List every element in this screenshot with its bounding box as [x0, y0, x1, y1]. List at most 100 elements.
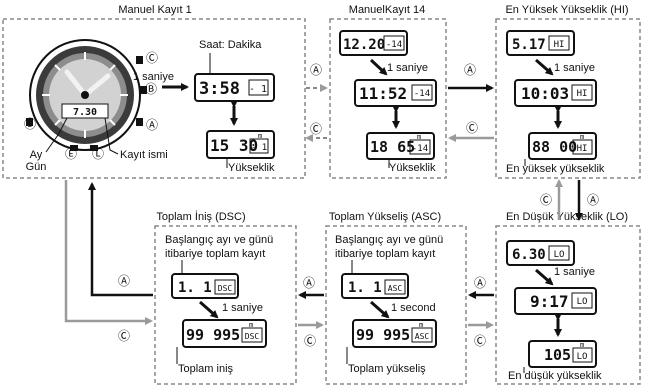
arrow-dsc-date-to-total	[199, 300, 219, 319]
symbol-c-m1-dsc: Ⓒ	[118, 329, 130, 343]
panel-manual-14	[329, 18, 447, 179]
label-baslangic-dsc-1: Başlangıç ayı ve günü	[165, 234, 273, 246]
lcd-m1-alt-value: 15 30	[210, 136, 258, 155]
button-l-symbol: Ⓛ	[92, 147, 104, 161]
symbol-a-m1-m14: Ⓐ	[310, 63, 322, 77]
callout-ay-gun	[45, 117, 68, 153]
panel-dsc	[154, 225, 297, 385]
lcd-m14-time: 11:52 -14	[354, 79, 437, 107]
watch-lcd	[61, 103, 109, 119]
lcd-dsc-total-unit: m	[249, 321, 253, 329]
symbol-c-hi-m14: Ⓒ	[466, 121, 478, 135]
lcd-lo-time-tag: LO	[577, 297, 588, 307]
lcd-dsc-date-value: 1. 1	[178, 280, 212, 296]
lcd-asc-total-value: 99 995	[356, 326, 410, 344]
lcd-lo-alt-tag: LO	[577, 352, 588, 362]
label-gun: Gün	[26, 161, 47, 173]
lcd-lo-alt: 105 m LO	[528, 340, 597, 368]
lcd-lo-date: 6.30 LO	[506, 240, 575, 266]
label-ay: Ay	[30, 149, 43, 161]
label-one-saniye-hi: 1 saniye	[554, 62, 595, 74]
lcd-lo-time-value: 9:17	[530, 292, 569, 311]
watch-button-b	[140, 86, 147, 94]
arrow-hi-date-to-time	[535, 58, 554, 76]
watch-button-c	[136, 56, 143, 64]
lcd-m1-alt-tag: - 1	[251, 143, 267, 153]
title-dsc: Toplam İniş (DSC)	[156, 210, 245, 223]
lcd-asc-total: 99 995 m ASC	[352, 319, 437, 348]
button-c-symbol: Ⓒ	[146, 51, 158, 65]
title-manual-1: Manuel Kayıt 1	[118, 4, 191, 16]
lcd-m1-time-value: 3:58	[199, 79, 240, 99]
lcd-m14-alt: 18 65 m -14	[366, 132, 435, 160]
lcd-hi-date-value: 5.17	[512, 37, 546, 53]
watch-button-l	[90, 145, 98, 151]
lcd-hi-alt-unit: m	[580, 133, 584, 141]
lcd-asc-date: 1. 1 ASC	[341, 273, 409, 299]
lcd-asc-total-tag: ASC	[415, 332, 430, 341]
button-a-symbol: Ⓐ	[146, 118, 158, 132]
panel-lo	[495, 225, 641, 385]
lcd-m14-alt-tag: -14	[412, 144, 428, 154]
lcd-dsc-total-tag: DSC	[245, 332, 260, 341]
label-yukseklik-m1: Yükseklik	[228, 162, 275, 174]
label-toplam-inis: Toplam iniş	[178, 363, 234, 375]
lcd-asc-date-value: 1. 1	[348, 280, 382, 296]
lcd-m1-alt: 15 30 m - 1	[206, 130, 275, 159]
symbol-c-dsc-asc: Ⓒ	[304, 334, 316, 348]
lcd-asc-total-unit: m	[419, 321, 423, 329]
symbol-a-asc-dsc: Ⓐ	[303, 276, 315, 290]
lcd-lo-date-tag: LO	[554, 250, 565, 260]
label-baslangic-asc-2: itibariye toplam kayıt	[335, 248, 435, 260]
lcd-hi-date: 5.17 HI	[506, 30, 575, 56]
panel-hi	[495, 18, 641, 179]
button-d-symbol: Ⓓ	[24, 117, 36, 131]
symbol-c-lo-hi: Ⓒ	[540, 193, 552, 207]
watch-button-e	[70, 145, 78, 151]
lcd-hi-alt: 88 00 m HI	[528, 132, 597, 160]
title-hi: En Yüksek Yükseklik (HI)	[505, 4, 628, 16]
symbol-a-m14-hi: Ⓐ	[464, 63, 476, 77]
lcd-dsc-date: 1. 1 DSC	[171, 273, 239, 299]
label-one-saniye-dsc: 1 saniye	[222, 302, 263, 314]
label-one-saniye-m14: 1 saniye	[387, 62, 428, 74]
label-one-saniye-watch: 1 saniye	[133, 71, 174, 83]
title-manual-14: ManuelKayıt 14	[349, 4, 425, 16]
lcd-lo-alt-value: 105	[544, 346, 571, 364]
symbol-a-lo-asc: Ⓐ	[474, 276, 486, 290]
label-toplam-yukselis: Toplam yükseliş	[348, 363, 426, 375]
button-e-symbol: Ⓔ	[65, 147, 77, 161]
title-lo: En Düşük Yükseklik (LO)	[506, 211, 628, 223]
lcd-lo-time: 9:17 LO	[514, 287, 597, 315]
lcd-hi-alt-value: 88 00	[532, 138, 577, 156]
panel-asc	[325, 225, 467, 385]
watch-button-d	[26, 118, 33, 126]
symbol-c-m14-m1: Ⓒ	[310, 122, 322, 136]
lcd-m1-alt-unit: m	[258, 132, 262, 140]
lcd-dsc-total: 99 995 m DSC	[182, 319, 267, 348]
label-yukseklik-m14: Yükseklik	[389, 162, 436, 174]
lcd-hi-time-value: 10:03	[521, 84, 569, 103]
button-b-symbol: Ⓑ	[145, 82, 157, 96]
lcd-hi-date-tag: HI	[554, 40, 565, 50]
arrow-dsc-to-m1	[88, 182, 153, 297]
lcd-hi-time: 10:03 HI	[514, 79, 597, 107]
lcd-hi-time-tag: HI	[577, 89, 588, 99]
lcd-lo-alt-unit: m	[580, 341, 584, 349]
lcd-m1-time-tag: - 1	[249, 84, 267, 95]
arrow-asc-date-to-total	[370, 300, 390, 319]
title-asc: Toplam Yükseliş (ASC)	[329, 211, 441, 223]
arrow-lo-date-to-time	[535, 268, 554, 286]
label-en-dusuk: En düşük yükseklik	[508, 370, 602, 382]
lcd-m14-alt-value: 18 65	[370, 138, 415, 156]
callout-kayit-ismi	[104, 117, 119, 155]
lcd-m14-date-value: 12.20	[343, 37, 385, 53]
lcd-m14-date: 12.20 -14	[339, 30, 408, 56]
symbol-a-dsc-m1: Ⓐ	[118, 274, 130, 288]
watch-button-a	[136, 118, 143, 126]
watch-lcd-date: 7.30	[73, 107, 97, 118]
lcd-m14-time-value: 11:52	[359, 84, 407, 103]
symbol-a-hi-lo: Ⓐ	[587, 193, 599, 207]
label-one-second: 1 second	[391, 302, 436, 314]
